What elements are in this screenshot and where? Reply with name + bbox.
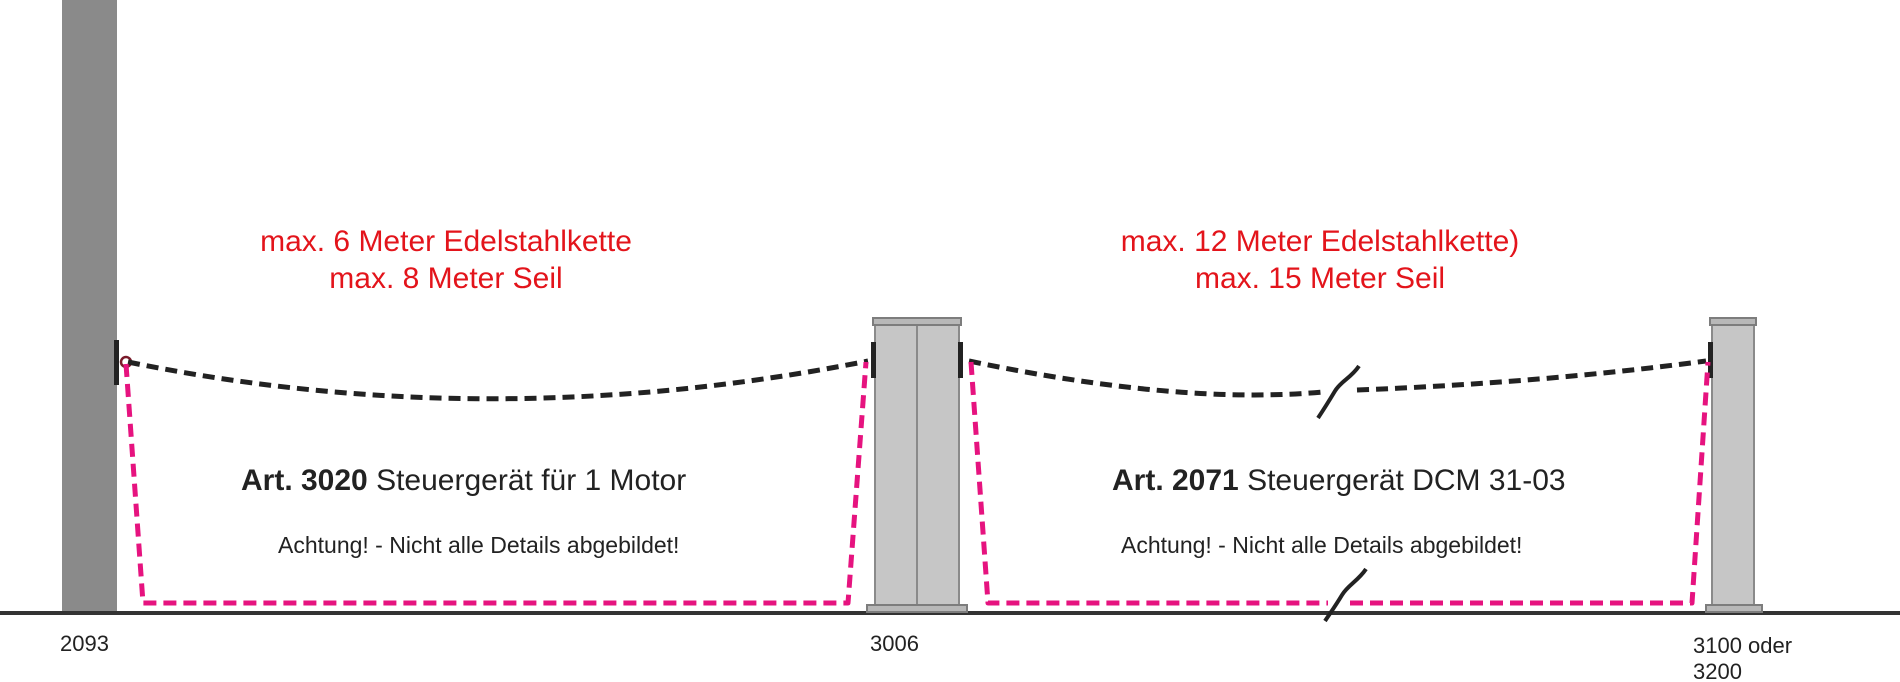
wall-bracket: [114, 340, 119, 385]
left-article-number: Art. 3020: [241, 464, 368, 497]
left-article-label: Art. 3020 Steuergerät für 1 Motor: [241, 464, 686, 497]
left-chain: [127, 358, 869, 402]
wall-item-number: 2093: [60, 631, 109, 656]
right-limit-chain: max. 12 Meter Edelstahlkette): [1121, 225, 1520, 258]
right-note: Achtung! - Nicht alle Details abgebildet…: [1121, 532, 1522, 558]
right-cable-continued: [1350, 361, 1711, 606]
wall-column: [62, 0, 117, 614]
left-limit-rope: max. 8 Meter Seil: [329, 262, 562, 295]
end-post-item-number-line2: 3200: [1693, 659, 1742, 682]
chain-break-mark: [1316, 364, 1361, 420]
right-article-number: Art. 2071: [1112, 464, 1239, 497]
right-article-description: Steuergerät DCM 31-03: [1239, 464, 1566, 497]
left-article-description: Steuergerät für 1 Motor: [368, 464, 687, 497]
end-post-item-number-line1: 3100 oder: [1693, 633, 1792, 658]
end-post: [1705, 317, 1763, 613]
right-chain-continued: [1356, 358, 1707, 393]
left-cable: [123, 361, 869, 606]
left-note: Achtung! - Nicht alle Details abgebildet…: [278, 532, 679, 558]
right-chain: [968, 358, 1324, 398]
right-cable: [968, 361, 1328, 606]
center-post: [866, 317, 968, 613]
center-post-item-number: 3006: [870, 631, 919, 656]
left-limit-chain: max. 6 Meter Edelstahlkette: [260, 225, 632, 258]
right-limit-rope: max. 15 Meter Seil: [1195, 262, 1445, 295]
right-article-label: Art. 2071 Steuergerät DCM 31-03: [1112, 464, 1566, 497]
cable-break-mark: [1323, 567, 1368, 623]
